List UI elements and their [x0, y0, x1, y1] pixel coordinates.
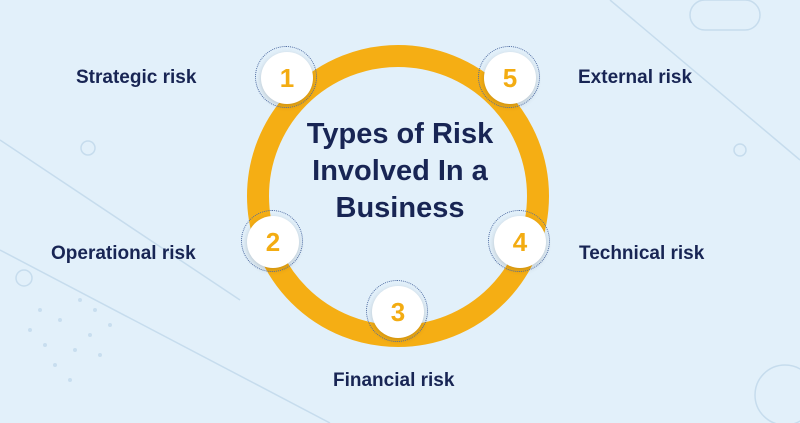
title-line-3: Business: [335, 192, 465, 224]
risk-node-5: 5: [478, 46, 540, 108]
diagram-title: Types of Risk Involved In a Business: [290, 116, 510, 227]
title-line-1: Types of Risk: [306, 118, 494, 150]
label-strategic-risk: Strategic risk: [76, 67, 197, 88]
risk-node-4: 4: [488, 210, 550, 272]
label-technical-risk: Technical risk: [579, 243, 705, 264]
label-external-risk: External risk: [578, 67, 693, 88]
label-financial-risk: Financial risk: [333, 370, 455, 391]
risk-node-1: 1: [255, 46, 317, 108]
risk-node-3: 3: [366, 280, 428, 342]
label-operational-risk: Operational risk: [51, 243, 196, 264]
risk-node-2: 2: [241, 210, 303, 272]
title-line-2: Involved In a: [312, 155, 488, 187]
